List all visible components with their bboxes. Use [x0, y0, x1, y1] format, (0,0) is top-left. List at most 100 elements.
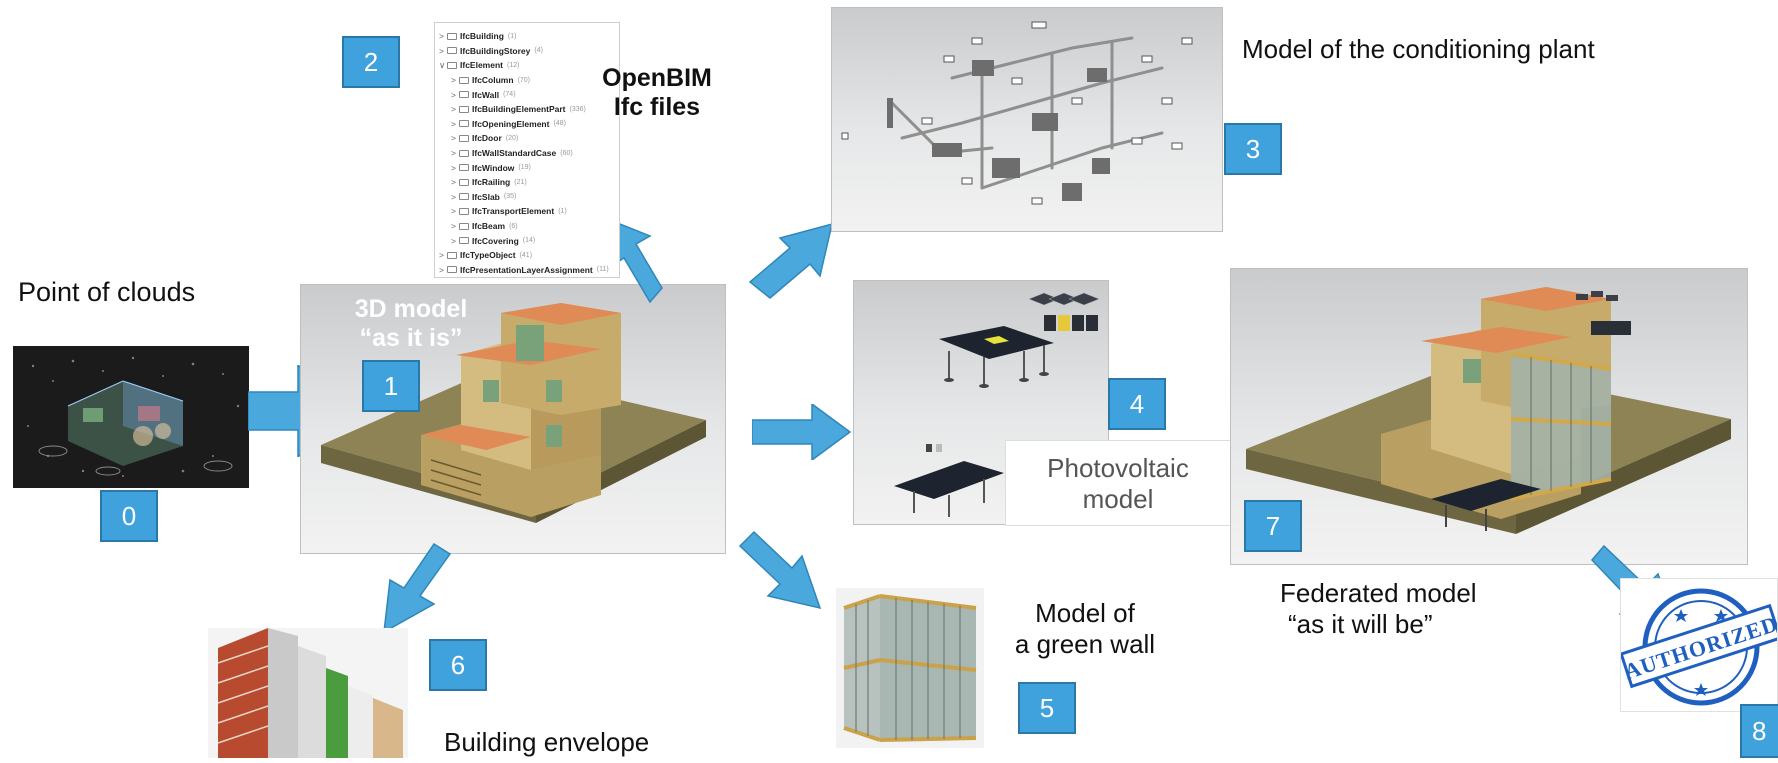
ifc-tree-item-name: IfcColumn — [472, 75, 514, 86]
openbim-label: OpenBIM Ifc files — [592, 64, 722, 122]
model-as-is-title: 3D model “as it is” — [341, 295, 481, 353]
ifc-tree-item[interactable]: > IfcRailing(21) — [439, 175, 615, 190]
ifc-tree-item[interactable]: >IfcDoor(20) — [439, 131, 615, 146]
point-of-clouds-label: Point of clouds — [18, 277, 196, 307]
folder-icon — [447, 47, 457, 55]
folder-icon — [447, 251, 457, 259]
ifc-tree-item-name: IfcBuilding — [460, 31, 504, 42]
ifc-tree-item[interactable]: > IfcBeam(6) — [439, 219, 615, 234]
ifc-tree-item[interactable]: > IfcBuilding(1) — [439, 29, 615, 44]
chevron-right-icon[interactable]: > — [451, 148, 456, 159]
chevron-right-icon[interactable]: > — [451, 75, 456, 86]
ifc-tree-item[interactable]: > IfcColumn(70) — [439, 73, 615, 88]
chevron-right-icon[interactable]: > — [451, 206, 456, 217]
ifc-tree-item-count: (12) — [507, 61, 520, 69]
arrow-model-to-greenwall — [738, 530, 822, 610]
conditioning-plant-label: Model of the conditioning plant — [1242, 34, 1595, 64]
ifc-tree-item-name: IfcBuildingStorey — [460, 45, 531, 56]
ifc-tree-item-name: IfcWall — [472, 89, 500, 100]
badge-3: 3 — [1224, 123, 1282, 175]
chevron-right-icon[interactable]: > — [451, 104, 456, 115]
ifc-tree-item-name: IfcSlab — [472, 191, 500, 202]
chevron-right-icon[interactable]: > — [439, 45, 444, 56]
model-as-is-panel: 3D model “as it is” — [300, 284, 726, 554]
ifc-tree-item-count: (19) — [518, 164, 531, 172]
folder-icon — [459, 207, 469, 215]
ifc-tree-item-count: (60) — [560, 149, 573, 157]
ifc-tree-item-count: (70) — [517, 76, 531, 84]
ifc-tree-item[interactable]: >IfcWall(74) — [439, 87, 615, 102]
ifc-tree-panel: >IfcBuilding(1)>IfcBuildingStorey(4)∨Ifc… — [434, 22, 620, 278]
folder-icon — [447, 266, 457, 274]
ifc-tree-item-name: IfcRailing — [472, 177, 511, 188]
federated-line2: “as it will be” — [1288, 609, 1433, 640]
ifc-tree-item-name: IfcTypeObject — [460, 250, 516, 261]
ifc-tree-item[interactable]: >IfcSlab(35) — [439, 190, 615, 205]
folder-icon — [459, 91, 469, 99]
chevron-right-icon[interactable]: > — [451, 133, 456, 144]
model-as-is-line1: 3D model — [354, 295, 468, 323]
ifc-tree-item-name: IfcDoor — [472, 133, 502, 144]
ifc-tree-item[interactable]: >IfcTransportElement(1) — [439, 204, 615, 219]
arrow-model-to-hvac — [748, 222, 834, 299]
federated-model-panel — [1230, 268, 1748, 565]
ifc-tree-item-name: IfcBeam — [472, 221, 506, 232]
badge-0: 0 — [100, 490, 158, 542]
badge-7: 7 — [1244, 500, 1302, 552]
folder-icon — [459, 120, 469, 128]
chevron-right-icon[interactable]: > — [451, 89, 456, 100]
folder-icon — [459, 193, 469, 201]
folder-icon — [459, 164, 469, 172]
chevron-right-icon[interactable]: > — [451, 118, 456, 129]
folder-icon — [447, 32, 457, 40]
green-wall-line2: a green wall — [1014, 629, 1156, 660]
photovoltaic-line1: Photovoltaic — [1047, 453, 1189, 483]
openbim-line1: OpenBIM — [602, 64, 712, 92]
folder-icon — [459, 134, 469, 142]
chevron-right-icon[interactable]: > — [451, 162, 456, 173]
chevron-right-icon[interactable]: > — [451, 235, 456, 246]
green-wall-label: Model of a green wall — [1010, 598, 1160, 660]
ifc-tree-item[interactable]: >IfcBuildingElementPart(336) — [439, 102, 615, 117]
ifc-tree-item[interactable]: >IfcBuildingStorey(4) — [439, 44, 615, 59]
folder-icon — [459, 237, 469, 245]
ifc-tree-item-count: (6) — [509, 222, 518, 230]
badge-6: 6 — [429, 639, 487, 691]
ifc-tree-item[interactable]: >IfcCovering(14) — [439, 233, 615, 248]
ifc-tree-item-name: IfcCovering — [472, 235, 519, 246]
ifc-tree-item-count: (11) — [596, 266, 609, 274]
ifc-tree-item-name: IfcElement — [460, 60, 503, 71]
ifc-tree-item[interactable]: > IfcPresentationLayerAssignment(11) — [439, 263, 615, 278]
ifc-tree-item-name: IfcOpeningElement — [472, 118, 550, 129]
arrow-model-to-envelope — [383, 542, 452, 634]
folder-icon — [447, 61, 457, 69]
green-wall-line1: Model of — [1035, 598, 1135, 628]
ifc-tree-item[interactable]: ∨ IfcElement (12) — [439, 58, 615, 73]
chevron-down-icon[interactable]: ∨ — [439, 59, 446, 70]
ifc-tree-item-count: (21) — [514, 178, 527, 186]
chevron-right-icon[interactable]: > — [451, 177, 456, 188]
ifc-tree-item[interactable]: >IfcOpeningElement(48) — [439, 117, 615, 132]
photovoltaic-label-box: Photovoltaic model — [1005, 440, 1231, 526]
ifc-tree-item[interactable]: >IfcTypeObject(41) — [439, 248, 615, 263]
chevron-right-icon[interactable]: > — [439, 264, 444, 275]
chevron-right-icon[interactable]: > — [439, 31, 444, 42]
ifc-tree-item-count: (1) — [507, 32, 517, 40]
ifc-tree-item-name: IfcPresentationLayerAssignment — [460, 264, 593, 275]
badge-5: 5 — [1018, 682, 1076, 734]
authorized-stamp: AUTHORIZED — [1620, 578, 1778, 712]
ifc-tree-item[interactable]: >IfcWindow(19) — [439, 160, 615, 175]
federated-line1: Federated model — [1280, 578, 1477, 608]
ifc-tree-item-name: IfcTransportElement — [472, 206, 555, 217]
badge-2: 2 — [342, 36, 400, 88]
ifc-tree-item[interactable]: > IfcWallStandardCase(60) — [439, 146, 615, 161]
chevron-right-icon[interactable]: > — [439, 250, 444, 261]
building-envelope-label: Building envelope — [444, 727, 650, 757]
chevron-right-icon[interactable]: > — [451, 191, 456, 202]
chevron-right-icon[interactable]: > — [451, 221, 456, 232]
federated-model-label: Federated model “as it will be” — [1280, 578, 1477, 640]
ifc-tree-item-name: IfcWallStandardCase — [472, 148, 557, 159]
folder-icon — [459, 222, 469, 230]
folder-icon — [459, 178, 469, 186]
green-wall-image — [836, 588, 984, 748]
